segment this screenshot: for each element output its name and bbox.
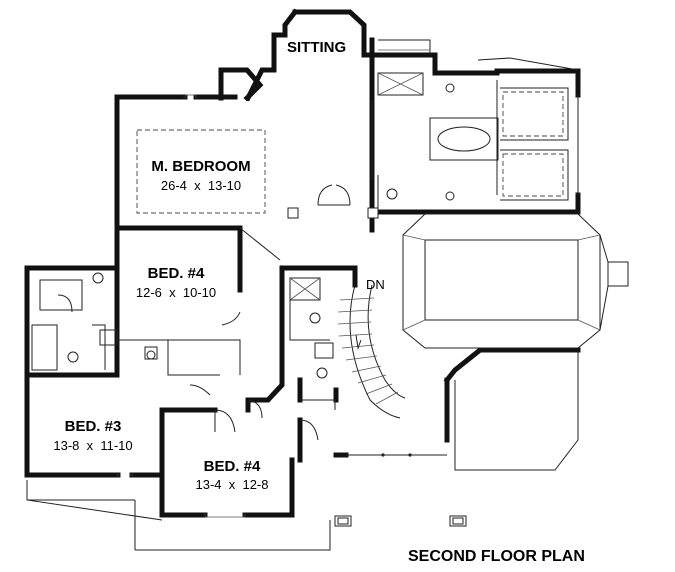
open-to-below [402, 213, 629, 349]
exterior-walls [24, 8, 581, 518]
bed3-room [26, 409, 236, 550]
room-dims-bed3: 13-8 x 11-10 [53, 438, 132, 453]
room-label-sitting: SITTING [287, 39, 346, 56]
room-label-master-bedroom: M. BEDROOM [151, 158, 250, 175]
stair-down-label: DN [366, 277, 385, 292]
master-bath [377, 39, 579, 210]
hall-bath [289, 277, 336, 441]
room-label-bed3: BED. #3 [65, 418, 122, 435]
room-dims-master-bedroom: 26-4 x 13-10 [161, 178, 241, 193]
bed4-bottom-room [135, 399, 331, 551]
room-label-bed4-bottom: BED. #4 [204, 458, 261, 475]
room-label-bed4-top: BED. #4 [148, 265, 205, 282]
master-bedroom [136, 94, 379, 219]
plan-title: SECOND FLOOR PLAN [408, 548, 585, 565]
lower-roof-outline [239, 227, 579, 527]
bed4-top-area [24, 272, 241, 396]
spiral-stair [337, 284, 406, 419]
room-dims-bed4-bottom: 13-4 x 12-8 [196, 477, 269, 492]
room-dims-bed4-top: 12-6 x 10-10 [136, 285, 216, 300]
